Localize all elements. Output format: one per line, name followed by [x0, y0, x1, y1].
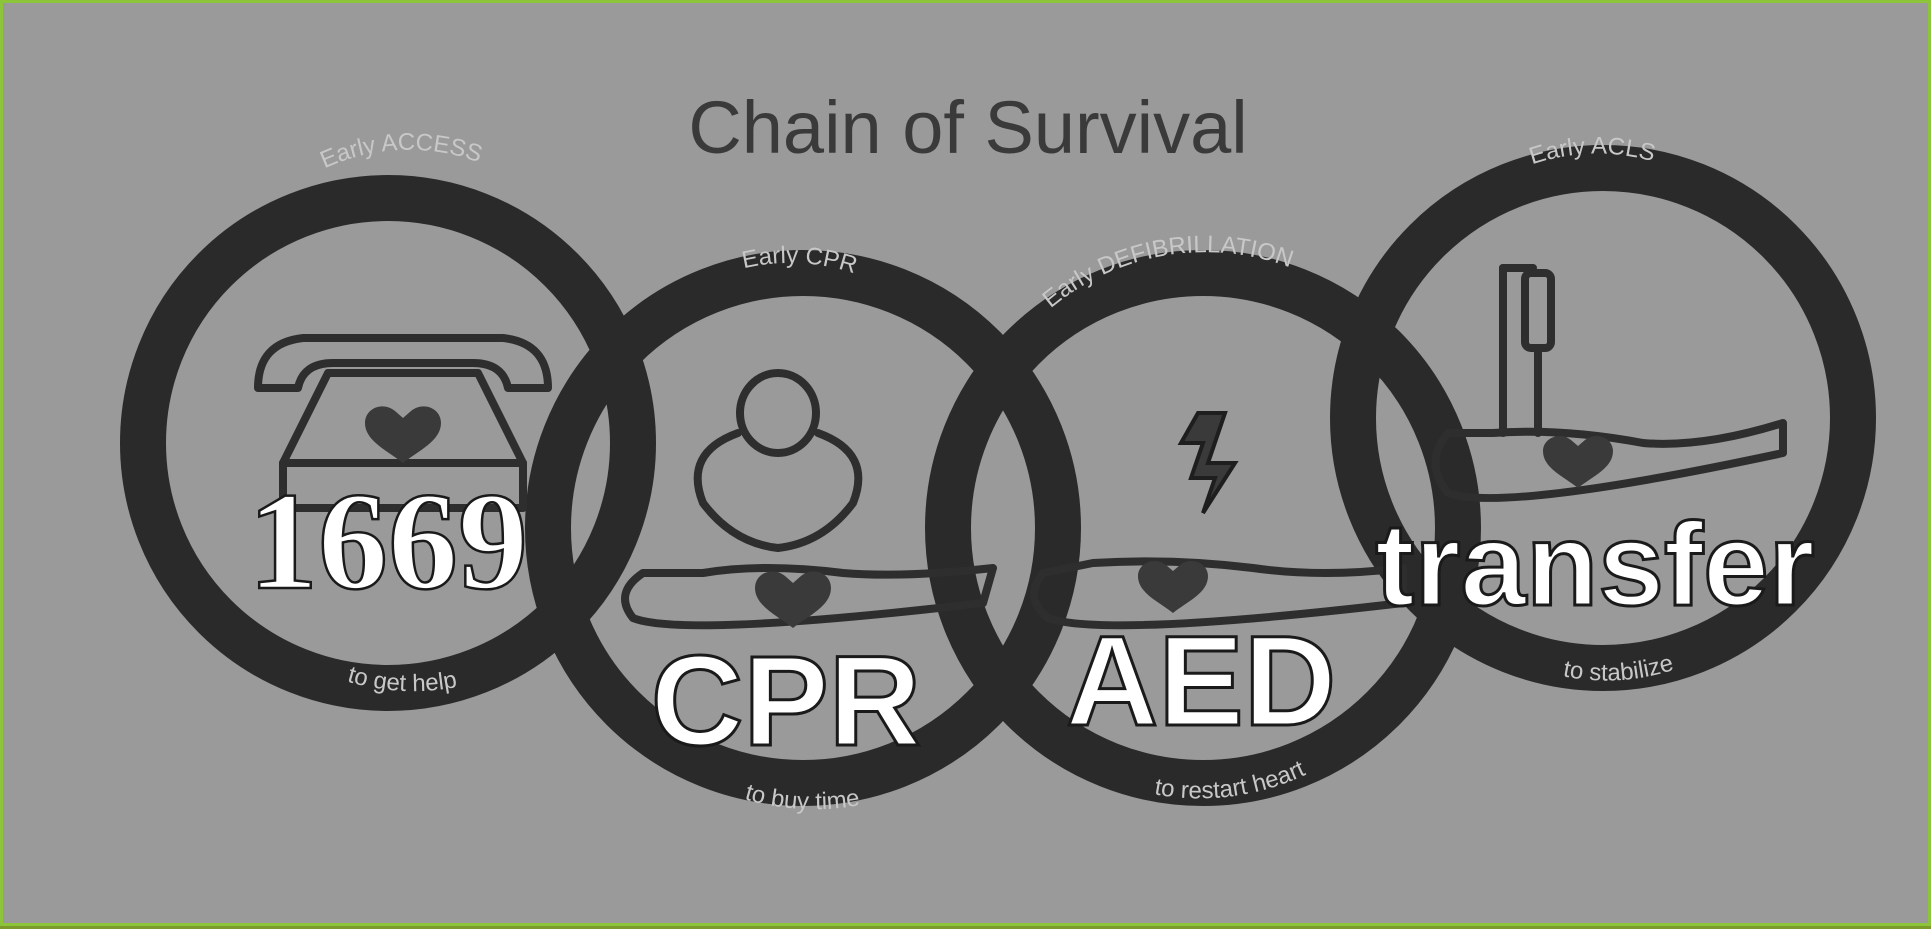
cpr-person-icon [621, 369, 997, 630]
overlay-label-1669: 1669 [248, 464, 528, 619]
overlay-label-transfer: transfer [1375, 499, 1814, 631]
overlay-label-cpr: CPR [651, 630, 921, 773]
iv-patient-icon [1431, 264, 1787, 502]
ring-label-top: Early ACCESS [316, 129, 485, 174]
telephone-icon [254, 334, 552, 512]
overlay-label-aed: AED [1066, 610, 1336, 753]
ring-early-acls [1330, 145, 1876, 691]
ring-early-access [120, 175, 656, 711]
diagram-title: Chain of Survival [688, 86, 1247, 169]
defibrillation-icon [1030, 411, 1407, 630]
chain-of-survival-diagram: Chain of Survival Early ACCESS to get he… [120, 86, 1876, 815]
ring-early-cpr [525, 250, 1081, 806]
ring-early-defibrillation [925, 250, 1481, 806]
chain-rings [120, 145, 1876, 806]
